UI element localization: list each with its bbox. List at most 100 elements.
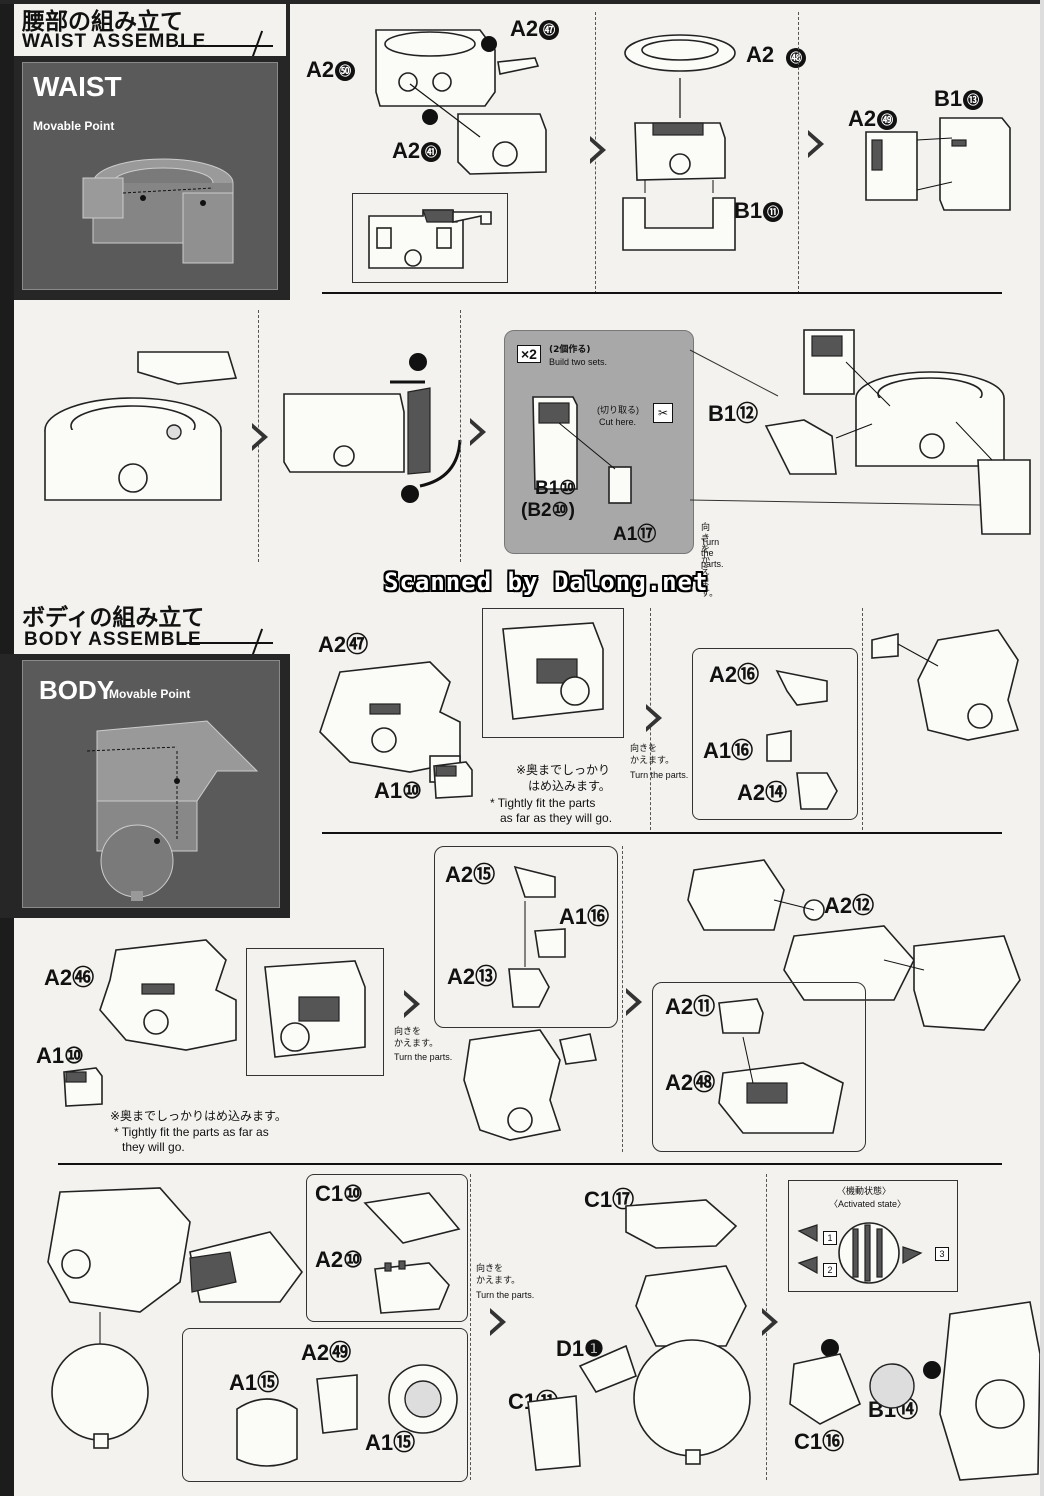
waist-step4-illustration: [44, 351, 238, 501]
state-step-3: 3: [935, 1247, 949, 1261]
cut-icon: ✂: [653, 403, 673, 423]
step-arrow: [762, 1308, 778, 1336]
note-en-2: they will go.: [122, 1140, 185, 1154]
label-a1-17: A1⑰: [613, 524, 657, 545]
activated-jp: 〈機動状態〉: [837, 1187, 892, 1197]
waist-step1-detail-box: [352, 193, 508, 283]
label-a2-61: A2⑪: [665, 994, 716, 1019]
turn-jp-2: かえます。: [394, 1039, 439, 1049]
turn-jp-2: かえます。: [476, 1276, 521, 1286]
step-arrow: [808, 130, 824, 158]
label-a2-59: A2㊾: [301, 1340, 352, 1365]
x2-badge: ×2: [517, 345, 541, 363]
section-rule: [58, 1163, 1002, 1165]
label-a2-57: A2㊼: [318, 632, 369, 657]
step-arrow: [626, 988, 642, 1016]
waist-preview-title: WAIST: [33, 71, 122, 102]
body-step3c-illustration: [527, 1199, 751, 1471]
label-a1-16-b: A1⑯: [559, 904, 610, 929]
label-a1-15a: A1⑮: [229, 1370, 280, 1395]
note-jp-1: ※奥までしっかり: [516, 763, 611, 777]
body-preview-subtitle: Movable Point: [109, 687, 191, 701]
step-arrow: [590, 136, 606, 164]
turn-en: Turn the parts.: [630, 770, 689, 780]
x2-en: Build two sets.: [549, 357, 608, 367]
activated-en: 〈Activated state〉: [829, 1199, 907, 1209]
label-b1-12: B1⑫: [708, 401, 759, 426]
waist-step4b-illustration: [283, 353, 462, 503]
label-a2-48-num: ㊽: [785, 44, 806, 70]
waist-preview-illustration: [82, 158, 234, 264]
cut-jp: (切り取る): [597, 405, 639, 415]
top-edge-strip: [0, 0, 1044, 4]
label-a1-15b: A1⑮: [365, 1430, 416, 1455]
body-preview-illustration: [86, 720, 259, 901]
body-preview-title: BODY: [39, 675, 115, 705]
step-arrow: [646, 704, 662, 732]
label-a1-16: A1⑯: [703, 738, 754, 763]
label-a2-56: A2㊻: [44, 965, 95, 990]
label-a2-66: A2⑯: [709, 662, 760, 687]
header-rule: [178, 642, 273, 644]
waist-step1-illustration: [375, 29, 547, 175]
turn-jp-1: 向きを: [476, 1264, 504, 1274]
body-title-jp: ボディの組み立て: [22, 605, 205, 631]
watermark: Scanned by Dalong.net: [384, 568, 709, 596]
body-step3-illustration: [47, 1187, 304, 1449]
note-en-1: * Tightly fit the parts as far as: [114, 1125, 269, 1139]
waist-title-jp: 腰部の組み立て: [22, 9, 183, 35]
body-step2d-illustration: [687, 859, 1021, 1031]
detail-illustration: [718, 998, 844, 1134]
detail-illustration: [502, 622, 604, 720]
label-a2-64: A2⑭: [737, 780, 788, 805]
body-step1b-box: A2⑯ A1⑯ A2⑭: [692, 648, 858, 820]
waist-step3-illustration: [865, 117, 1011, 211]
waist-preview-subtitle: Movable Point: [33, 119, 115, 133]
section-rule: [322, 292, 1002, 294]
turn-jp-2: かえます。: [630, 756, 675, 766]
divider: [798, 12, 799, 294]
body-step2-detail-box: [246, 948, 384, 1076]
note-en-1: * Tightly fit the parts: [490, 796, 596, 810]
body-step2-illustration: [99, 939, 237, 1051]
activated-state-box: 〈機動状態〉 〈Activated state〉 1 2 3: [788, 1180, 958, 1292]
state-step-1: 1: [823, 1231, 837, 1245]
waist-step2-illustration: [622, 34, 736, 251]
part-a1-10-b: [63, 1067, 103, 1107]
waist-dark-top: [286, 0, 290, 300]
section-rule: [322, 832, 1002, 834]
note-en-2: as far as they will go.: [500, 811, 613, 825]
body-step3b-detail-box: A2㊾ A1⑮ A1⑮: [182, 1328, 468, 1482]
label-a2-48: A2: [746, 42, 775, 67]
right-edge: [1040, 0, 1044, 1496]
label-a2-58: A2㊽: [665, 1070, 716, 1095]
detail-illustration: [766, 669, 838, 810]
note-jp-2: はめ込みます。: [528, 779, 611, 793]
label-b2-10: (B2⑩): [521, 500, 575, 521]
zoom-lines: [689, 349, 981, 506]
turn-jp-1: 向きを: [630, 744, 658, 754]
label-c1-10: C1⑩: [315, 1181, 363, 1206]
callout-illustration: [532, 396, 632, 504]
turn-en: Turn the parts.: [476, 1290, 535, 1300]
detail-illustration: [508, 865, 566, 1008]
part-a1-10: [433, 761, 473, 799]
state-step-2: 2: [823, 1263, 837, 1277]
step-arrow: [404, 990, 420, 1018]
build-two-sets-callout: ×2 (2個作る) Build two sets. (切り取る) Cut her…: [504, 330, 724, 599]
step-arrow: [490, 1308, 506, 1336]
divider: [460, 310, 461, 562]
detail-illustration: [363, 1192, 461, 1314]
waist-preview-box: WAIST Movable Point: [22, 62, 278, 290]
turn-en: Turn the parts.: [701, 537, 724, 569]
cut-en: Cut here.: [599, 417, 637, 427]
body-step2b-box: A2⑮ A1⑯ A2⑬: [434, 846, 618, 1028]
step-arrow: [252, 423, 268, 451]
divider: [862, 608, 863, 830]
detail-illustration: [368, 209, 492, 269]
body-step3d-illustration: [789, 1301, 1041, 1481]
